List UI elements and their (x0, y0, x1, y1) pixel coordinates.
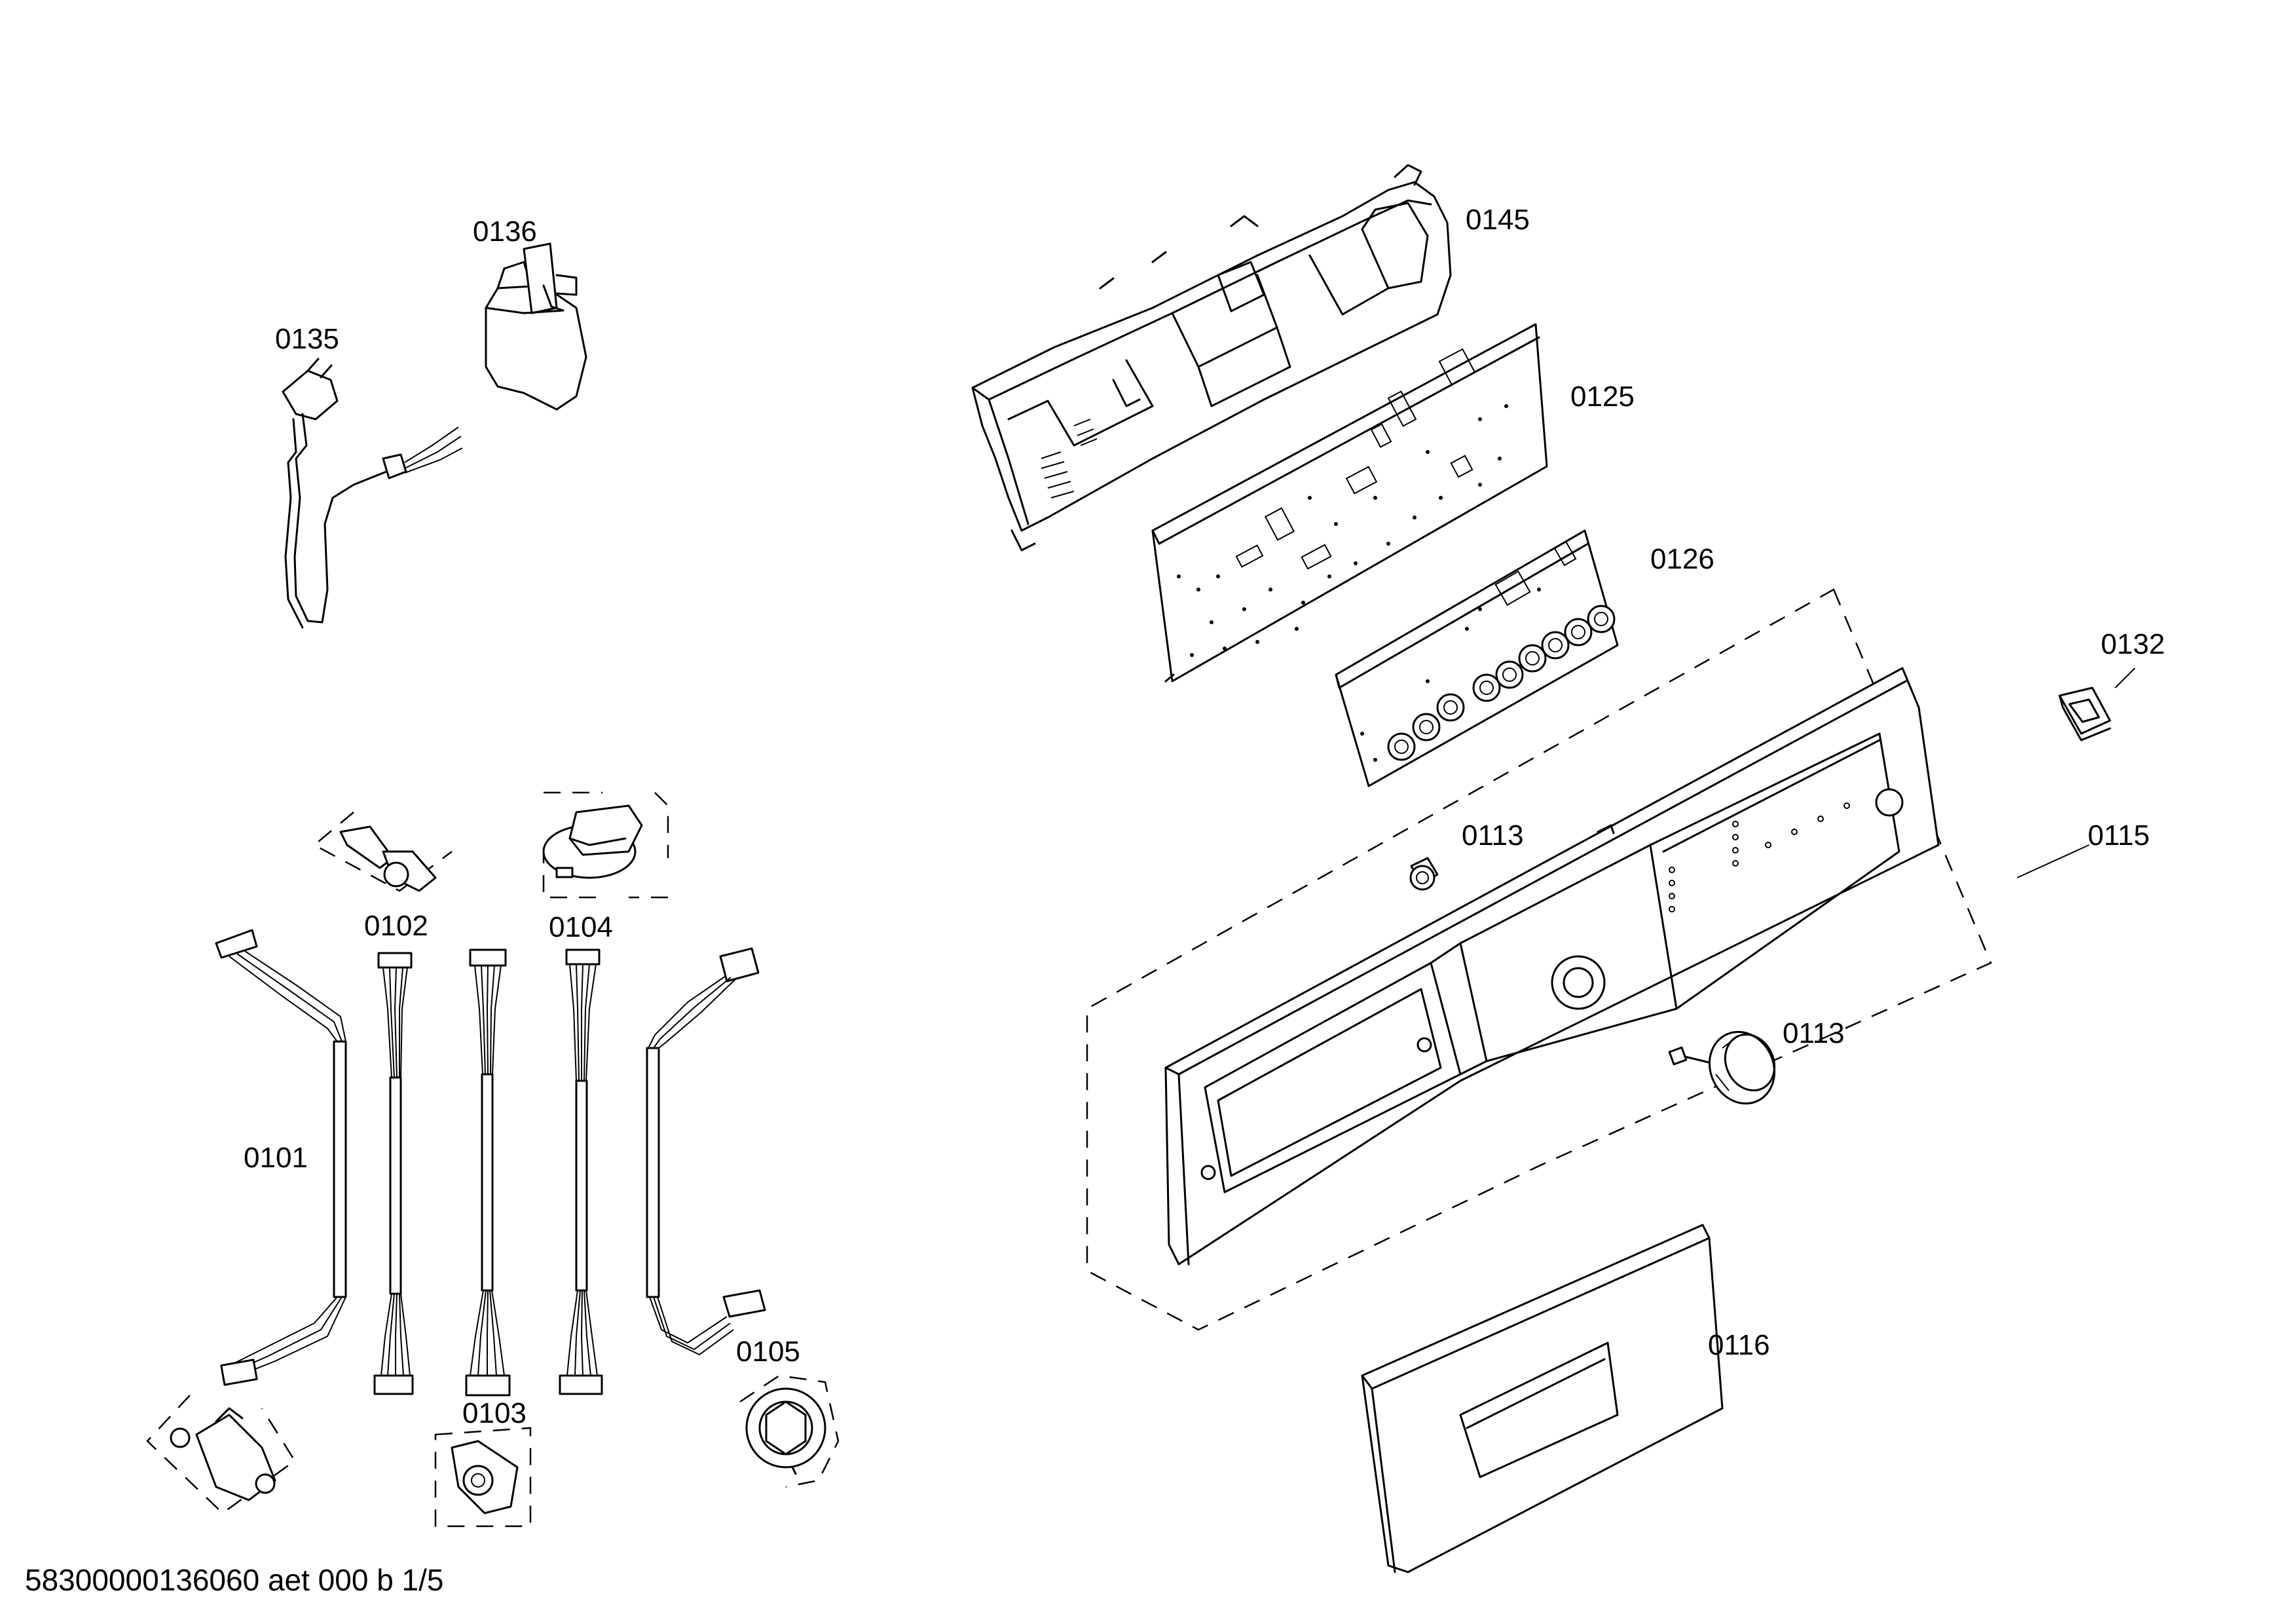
control-housing-part (971, 164, 1452, 552)
label-0113-upper: 0113 (1462, 819, 1524, 852)
program-knob-part (1668, 1030, 1776, 1105)
control-panel-fascia-part (1086, 588, 1992, 1331)
selector-switches (1387, 605, 1616, 761)
main-circuit-board-part (1151, 323, 1548, 683)
document-code-footer: 58300000136060 aet 000 b 1/5 (25, 1563, 444, 1597)
label-0113-lower: 0113 (1783, 1017, 1845, 1049)
level-sensor-part (739, 1374, 840, 1488)
label-0102: 0102 (364, 910, 428, 942)
clip-part (2058, 686, 2111, 741)
wiring-harness-part (215, 929, 766, 1397)
label-0104: 0104 (549, 911, 613, 943)
label-0103: 0103 (462, 1397, 527, 1429)
label-0132: 0132 (2101, 628, 2165, 660)
interference-filter-part (485, 242, 587, 411)
pressure-switch-part (434, 1427, 532, 1528)
sensor-part (312, 812, 453, 892)
drawer-handle-part (1361, 1224, 1724, 1573)
label-0101: 0101 (244, 1142, 308, 1174)
label-0105: 0105 (736, 1336, 800, 1368)
knob-cap-part (1409, 857, 1439, 891)
label-0145: 0145 (1466, 204, 1530, 236)
selector-board-part (1335, 529, 1619, 787)
valve-part (146, 1395, 296, 1514)
label-0135: 0135 (275, 323, 339, 355)
label-0136: 0136 (473, 216, 537, 248)
power-cord-part (282, 358, 463, 629)
label-0126: 0126 (1650, 543, 1714, 575)
label-0115: 0115 (2088, 819, 2150, 852)
label-0125: 0125 (1570, 381, 1635, 413)
label-0116: 0116 (1708, 1329, 1770, 1361)
programmer-part (542, 791, 669, 899)
